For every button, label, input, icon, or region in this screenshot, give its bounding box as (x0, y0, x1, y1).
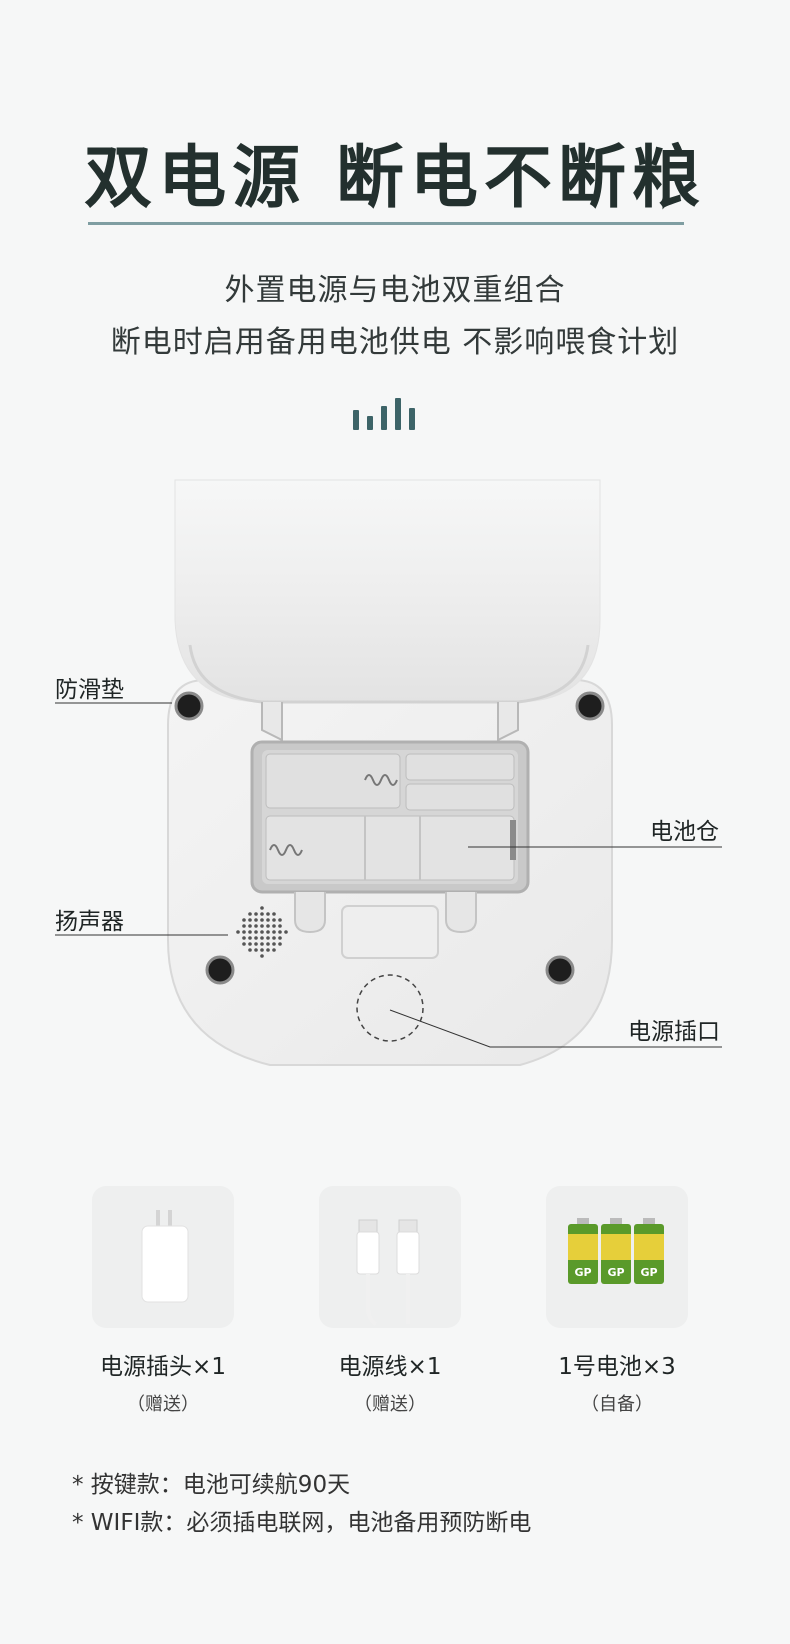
subtitle-line-1: 外置电源与电池双重组合 (224, 273, 566, 308)
battery-2: GP (601, 1218, 631, 1284)
signal-bars-icon (353, 398, 423, 430)
anti-slip-pad-top-right (575, 691, 605, 721)
anti-slip-pad-bottom-left (205, 955, 235, 985)
power-port-marker (356, 974, 424, 1042)
title-underline (88, 222, 684, 225)
accessory-note-batteries: （自备） (581, 1394, 653, 1415)
battery-3: GP (634, 1218, 664, 1284)
accessory-card-batteries: GP GP GP (546, 1186, 688, 1328)
callout-line-power-port (389, 1009, 722, 1048)
hinge-left (261, 702, 283, 742)
accessory-note-cable: （赠送） (354, 1394, 426, 1415)
feeder-bottom-illustration (55, 479, 722, 1066)
accessory-note-adapter: （赠送） (127, 1394, 199, 1415)
power-adapter-icon (141, 1210, 189, 1303)
battery-brand-logo: GP (640, 1266, 657, 1279)
label-power-port: 电源插口 (628, 1019, 720, 1045)
anti-slip-pad-top-left (174, 691, 204, 721)
label-speaker: 扬声器 (55, 909, 124, 935)
accessory-label-cable: 电源线×1 (338, 1354, 442, 1380)
usb-cable-icon (356, 1219, 420, 1326)
compartment-latch (294, 892, 477, 959)
speaker-grill (236, 906, 288, 958)
label-battery-compartment: 电池仓 (650, 819, 719, 845)
battery-1: GP (568, 1218, 598, 1284)
note-wifi-model: * WIFI款：必须插电联网，电池备用预防断电 (72, 1510, 532, 1536)
anti-slip-pad-bottom-right (545, 955, 575, 985)
battery-brand-logo: GP (574, 1266, 591, 1279)
note-button-model: * 按键款：电池可续航90天 (72, 1472, 351, 1498)
feeder-lid (174, 479, 601, 704)
accessory-card-adapter (92, 1186, 234, 1328)
battery-brand-logo: GP (607, 1266, 624, 1279)
page-title: 双电源 断电不断粮 (84, 139, 706, 218)
accessory-label-batteries: 1号电池×3 (558, 1354, 676, 1380)
accessory-card-cable (319, 1186, 461, 1328)
d-battery-icon: GP GP GP (568, 1218, 664, 1284)
accessory-label-adapter: 电源插头×1 (100, 1354, 226, 1380)
subtitle-line-2: 断电时启用备用电池供电 不影响喂食计划 (110, 325, 680, 360)
battery-compartment (250, 740, 530, 894)
label-anti-slip-pad: 防滑垫 (55, 677, 124, 703)
hinge-right (497, 702, 519, 742)
